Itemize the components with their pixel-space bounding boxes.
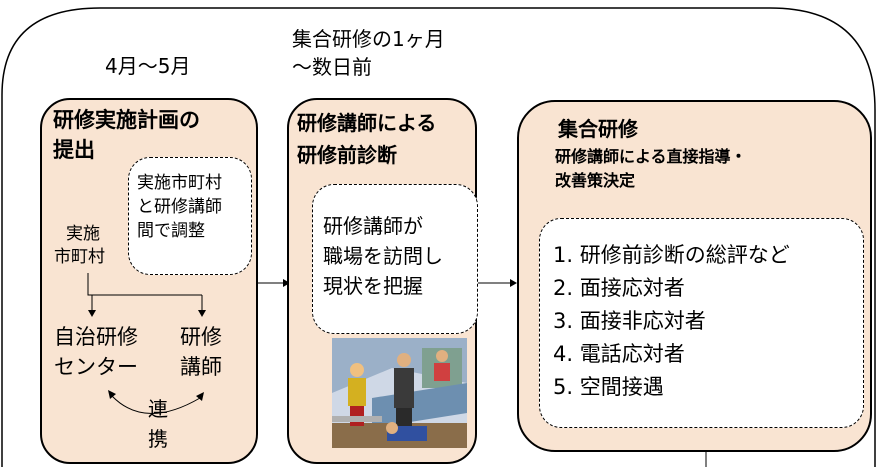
step3-title-line2: 研修講師による直接指導・ <box>555 147 747 166</box>
period-label-1: 4月～5月 <box>105 54 191 78</box>
step1-note-line1: 実施市町村 <box>137 173 222 193</box>
step1-source-line2: 市町村 <box>54 247 105 267</box>
step1-note-line2: と研修講師 <box>137 197 222 217</box>
step3-item-4: 4. 電話応対者 <box>553 342 685 366</box>
step1-link-line2: 携 <box>148 427 168 451</box>
step1-note-line3: 間で調整 <box>137 221 205 241</box>
step1-target1-line1: 自治研修 <box>54 325 138 349</box>
step2-body-line3: 現状を把握 <box>323 274 423 298</box>
step3-title-line3: 改善策決定 <box>555 171 636 190</box>
period-label-2-line2: ～数日前 <box>292 55 372 79</box>
step2-body-box <box>312 184 478 334</box>
step3-item-3: 3. 面接非応対者 <box>553 309 706 333</box>
step1-flow-arrows <box>87 273 206 414</box>
step2-title-line1: 研修講師による <box>297 111 437 135</box>
step2-body-line2: 職場を訪問し <box>323 244 443 268</box>
step1-note-box <box>128 157 252 275</box>
step1-target1-line2: センター <box>54 355 138 379</box>
step1-source-line1: 実施 <box>66 224 100 244</box>
step1-title-line1: 研修実施計画の <box>53 108 200 132</box>
step2-body-line1: 研修講師が <box>323 214 423 238</box>
step3-item-2: 2. 面接応対者 <box>553 276 685 300</box>
step1-link-line1: 連 <box>148 397 168 421</box>
step3-items-box <box>539 218 864 428</box>
period-label-2-line1: 集合研修の1ヶ月 <box>292 27 445 51</box>
office-visit-illustration <box>332 338 467 448</box>
step3-title-line1: 集合研修 <box>558 117 638 141</box>
step1-target2-line1: 研修 <box>180 325 222 349</box>
step3-item-1: 1. 研修前診断の総評など <box>553 243 790 267</box>
step3-item-5: 5. 空間接遇 <box>553 375 664 399</box>
step1-title-line2: 提出 <box>53 138 95 162</box>
step1-target2-line2: 講師 <box>180 355 222 379</box>
step2-title-line2: 研修前診断 <box>297 143 397 167</box>
